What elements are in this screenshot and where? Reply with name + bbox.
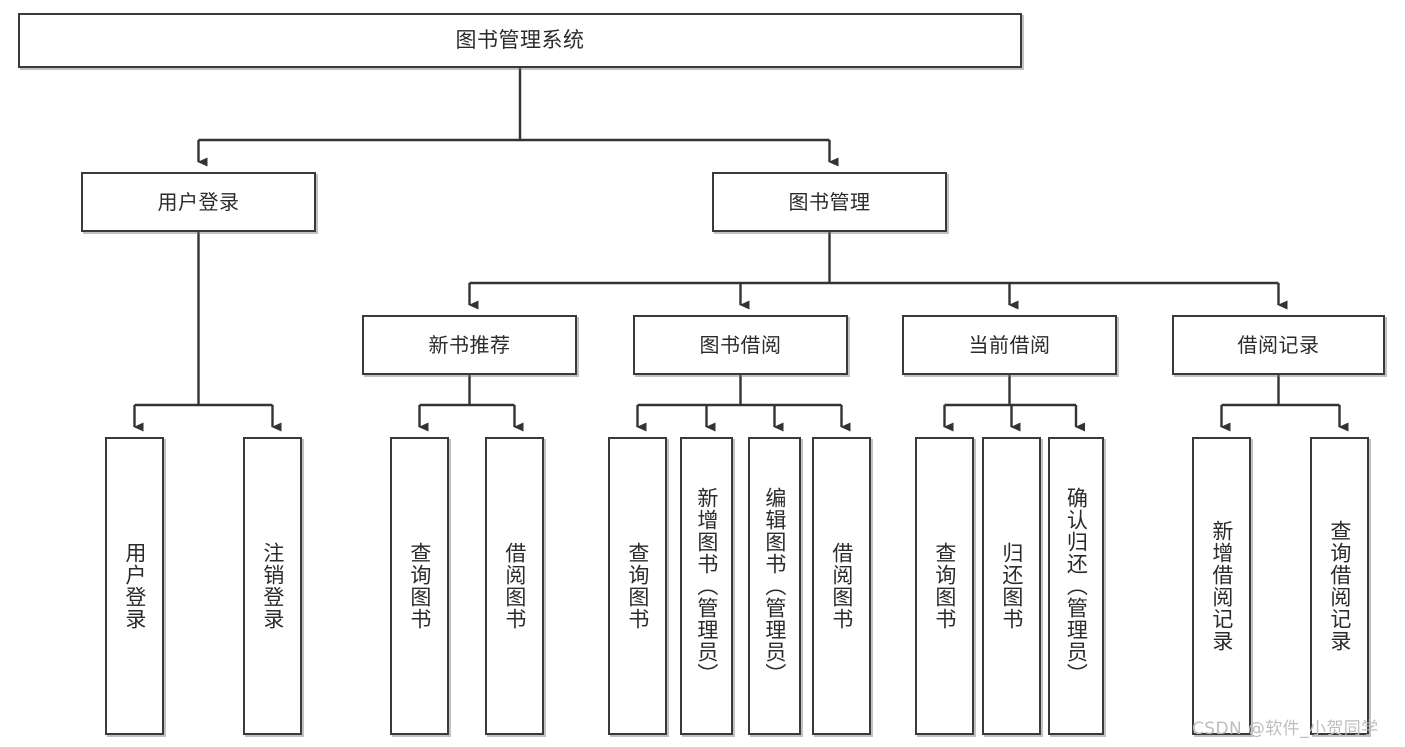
- node-l3-cur-return[interactable]: 归还图书: [982, 437, 1041, 735]
- node-l1-book[interactable]: 图书管理: [712, 172, 947, 232]
- node-label: 新增借阅记录: [1209, 520, 1234, 652]
- node-label: 查询图书: [625, 542, 650, 630]
- node-l3-borrow-edit[interactable]: 编辑图书（管理员）: [748, 437, 801, 735]
- node-label: 借阅图书: [502, 542, 527, 630]
- node-label: 查询借阅记录: [1327, 520, 1352, 652]
- node-label: 借阅图书: [829, 542, 854, 630]
- node-label: 注销登录: [260, 542, 285, 630]
- node-l3-rec-query[interactable]: 查询图书: [390, 437, 449, 735]
- node-label: 用户登录: [122, 542, 147, 630]
- node-label: 确认归还（管理员）: [1064, 487, 1089, 685]
- node-label: 归还图书: [999, 542, 1024, 630]
- node-l2-current[interactable]: 当前借阅: [902, 315, 1117, 375]
- node-label: 当前借阅: [968, 332, 1051, 357]
- node-label: 新书推荐: [428, 332, 511, 357]
- node-label: 图书管理系统: [455, 28, 585, 53]
- node-label: 用户登录: [157, 189, 240, 214]
- node-label: 新增图书（管理员）: [694, 487, 719, 685]
- edge-group: [133, 68, 1349, 432]
- node-l3-borrow-query[interactable]: 查询图书: [608, 437, 667, 735]
- node-l3-user-logout[interactable]: 注销登录: [243, 437, 302, 735]
- node-l3-borrow-add[interactable]: 新增图书（管理员）: [680, 437, 733, 735]
- node-l3-user-login[interactable]: 用户登录: [105, 437, 164, 735]
- node-label: 查询图书: [932, 542, 957, 630]
- node-l3-rec-borrow[interactable]: 借阅图书: [485, 437, 544, 735]
- node-l2-record[interactable]: 借阅记录: [1172, 315, 1385, 375]
- node-label: 查询图书: [407, 542, 432, 630]
- node-l2-borrow[interactable]: 图书借阅: [633, 315, 848, 375]
- node-l3-rec-search[interactable]: 查询借阅记录: [1310, 437, 1369, 735]
- node-l3-cur-confirm[interactable]: 确认归还（管理员）: [1048, 437, 1104, 735]
- node-root[interactable]: 图书管理系统: [18, 13, 1022, 68]
- node-l3-cur-query[interactable]: 查询图书: [915, 437, 974, 735]
- node-l1-login[interactable]: 用户登录: [81, 172, 316, 232]
- node-label: 借阅记录: [1237, 332, 1320, 357]
- node-l2-recommend[interactable]: 新书推荐: [362, 315, 577, 375]
- node-label: 图书借阅: [699, 332, 782, 357]
- node-label: 编辑图书（管理员）: [762, 487, 787, 685]
- node-l3-borrow-lend[interactable]: 借阅图书: [812, 437, 871, 735]
- node-l3-rec-add[interactable]: 新增借阅记录: [1192, 437, 1251, 735]
- node-label: 图书管理: [788, 189, 871, 214]
